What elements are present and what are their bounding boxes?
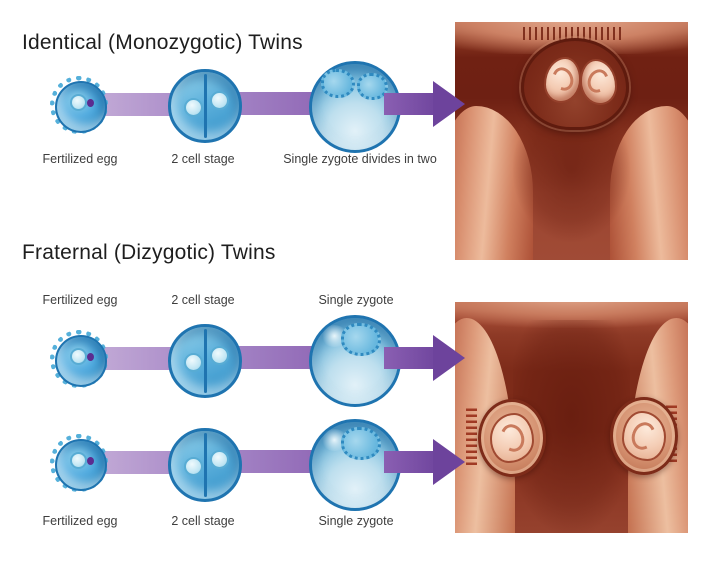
single-zygote-illustration bbox=[309, 315, 401, 407]
label-identical-zygote-divides: Single zygote divides in two bbox=[283, 152, 437, 166]
inner-cell-mass bbox=[341, 323, 381, 356]
gestational-sac-right bbox=[610, 397, 678, 475]
arrow-head-icon bbox=[433, 81, 465, 127]
fraternal-section-title: Fraternal (Dizygotic) Twins bbox=[22, 241, 276, 264]
connector-bar-2cell-to-zygote bbox=[222, 346, 330, 369]
egg-cell-body bbox=[55, 81, 107, 133]
uterus-fraternal-illustration bbox=[455, 302, 688, 533]
two-cell-stage-illustration bbox=[168, 69, 242, 143]
sperm-pronucleus-dot bbox=[87, 353, 94, 361]
connector-bar-2cell-to-zygote bbox=[222, 92, 330, 115]
two-cell-stage-illustration bbox=[168, 428, 242, 502]
arrow-shaft bbox=[384, 347, 434, 369]
fertilized-egg-illustration bbox=[50, 76, 108, 134]
cell-division-line bbox=[203, 74, 207, 138]
embryo-right bbox=[622, 411, 666, 461]
connector-bar-egg-to-2cell bbox=[96, 347, 188, 370]
egg-nucleus bbox=[70, 452, 87, 469]
label-fraternal-top-single-zygote: Single zygote bbox=[318, 293, 394, 307]
sperm-pronucleus-dot bbox=[87, 99, 94, 107]
label-fraternal-bottom-single-zygote: Single zygote bbox=[318, 514, 394, 528]
uterus-identical-illustration bbox=[455, 22, 688, 260]
label-fraternal-bottom-2cell: 2 cell stage bbox=[171, 514, 235, 528]
fertilized-egg-illustration bbox=[50, 434, 108, 492]
shared-gestational-sac bbox=[521, 38, 629, 130]
label-identical-2cell: 2 cell stage bbox=[171, 152, 235, 166]
cell-nucleus-right bbox=[210, 346, 229, 365]
arrow-shaft bbox=[384, 93, 434, 115]
uterine-cavity-shadow bbox=[513, 116, 630, 250]
egg-cell-body bbox=[55, 439, 107, 491]
cell-nucleus-left bbox=[184, 457, 203, 476]
cell-division-line bbox=[203, 433, 207, 497]
inner-cell-mass bbox=[341, 427, 381, 460]
connector-bar-egg-to-2cell bbox=[96, 93, 188, 116]
egg-nucleus bbox=[70, 94, 87, 111]
implantation-arrow-identical bbox=[384, 81, 465, 127]
cell-nucleus-left bbox=[184, 353, 203, 372]
arrow-shaft bbox=[384, 451, 434, 473]
label-identical-fertilized-egg: Fertilized egg bbox=[42, 152, 118, 166]
label-fraternal-top-fertilized-egg: Fertilized egg bbox=[42, 293, 118, 307]
label-fraternal-top-2cell: 2 cell stage bbox=[171, 293, 235, 307]
connector-bar-2cell-to-zygote bbox=[222, 450, 330, 473]
chorionic-villi bbox=[523, 27, 623, 40]
inner-cell-mass-right bbox=[357, 73, 388, 100]
sperm-pronucleus-dot bbox=[87, 457, 94, 465]
arrow-head-icon bbox=[433, 335, 465, 381]
implantation-arrow-fraternal-top bbox=[384, 335, 465, 381]
label-fraternal-bottom-fertilized-egg: Fertilized egg bbox=[42, 514, 118, 528]
cell-division-line bbox=[203, 329, 207, 393]
cell-nucleus-right bbox=[210, 450, 229, 469]
embryo-right bbox=[580, 59, 617, 105]
two-cell-stage-illustration bbox=[168, 324, 242, 398]
gestational-sac-left bbox=[478, 399, 546, 477]
connector-bar-egg-to-2cell bbox=[96, 451, 188, 474]
inner-cell-mass-left bbox=[321, 69, 355, 98]
embryo-left bbox=[544, 57, 581, 103]
zygote-divided-illustration bbox=[309, 61, 401, 153]
fertilized-egg-illustration bbox=[50, 330, 108, 388]
cell-nucleus-right bbox=[210, 91, 229, 110]
egg-cell-body bbox=[55, 335, 107, 387]
egg-nucleus bbox=[70, 348, 87, 365]
embryo-left bbox=[490, 413, 534, 463]
chorionic-villi-left bbox=[466, 407, 477, 465]
arrow-head-icon bbox=[433, 439, 465, 485]
implantation-arrow-fraternal-bottom bbox=[384, 439, 465, 485]
cell-nucleus-left bbox=[184, 98, 203, 117]
identical-section-title: Identical (Monozygotic) Twins bbox=[22, 31, 303, 54]
